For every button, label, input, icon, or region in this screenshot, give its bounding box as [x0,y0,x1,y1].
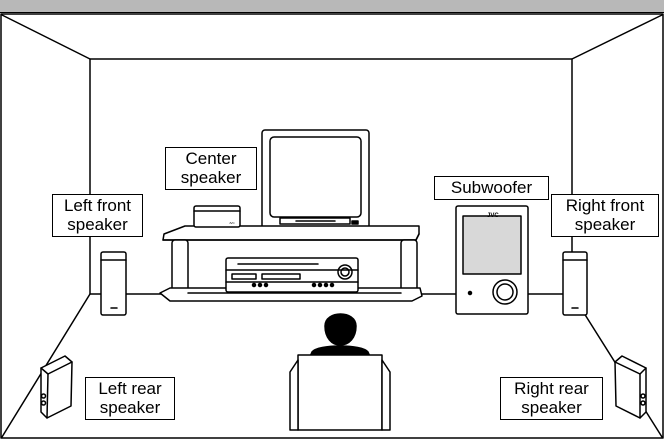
left-front-label-line-2: speaker [57,215,138,234]
right-front-label-line-1: Right front [556,196,654,215]
left-rear-label-line-1: Left rear [90,379,170,398]
left-rear-label-line-2: speaker [90,398,170,417]
left-front-label-line-1: Left front [57,196,138,215]
subwoofer [456,206,528,314]
av-receiver [226,258,358,292]
subwoofer-brand-mark: JVC [487,213,499,219]
right-front-speaker [563,252,587,315]
center-label-line-2: speaker [170,168,252,187]
right-front-speaker-label: Right front speaker [551,194,659,237]
listener-figure [290,314,390,430]
left-front-speaker [101,252,126,315]
center-speaker: JVC [194,206,240,227]
left-rear-speaker [41,356,72,418]
right-rear-label-line-2: speaker [505,398,598,417]
left-rear-speaker-label: Left rear speaker [85,377,175,420]
subwoofer-label: Subwoofer [434,176,549,200]
right-rear-speaker-label: Right rear speaker [500,377,603,420]
right-rear-label-line-1: Right rear [505,379,598,398]
right-front-label-line-2: speaker [556,215,654,234]
television [262,130,369,232]
left-front-speaker-label: Left front speaker [52,194,143,237]
center-label-line-1: Center [170,149,252,168]
subwoofer-label-line-1: Subwoofer [439,178,544,197]
center-speaker-label: Center speaker [165,147,257,190]
right-rear-speaker [615,356,646,418]
svg-text:JVC: JVC [229,221,236,225]
